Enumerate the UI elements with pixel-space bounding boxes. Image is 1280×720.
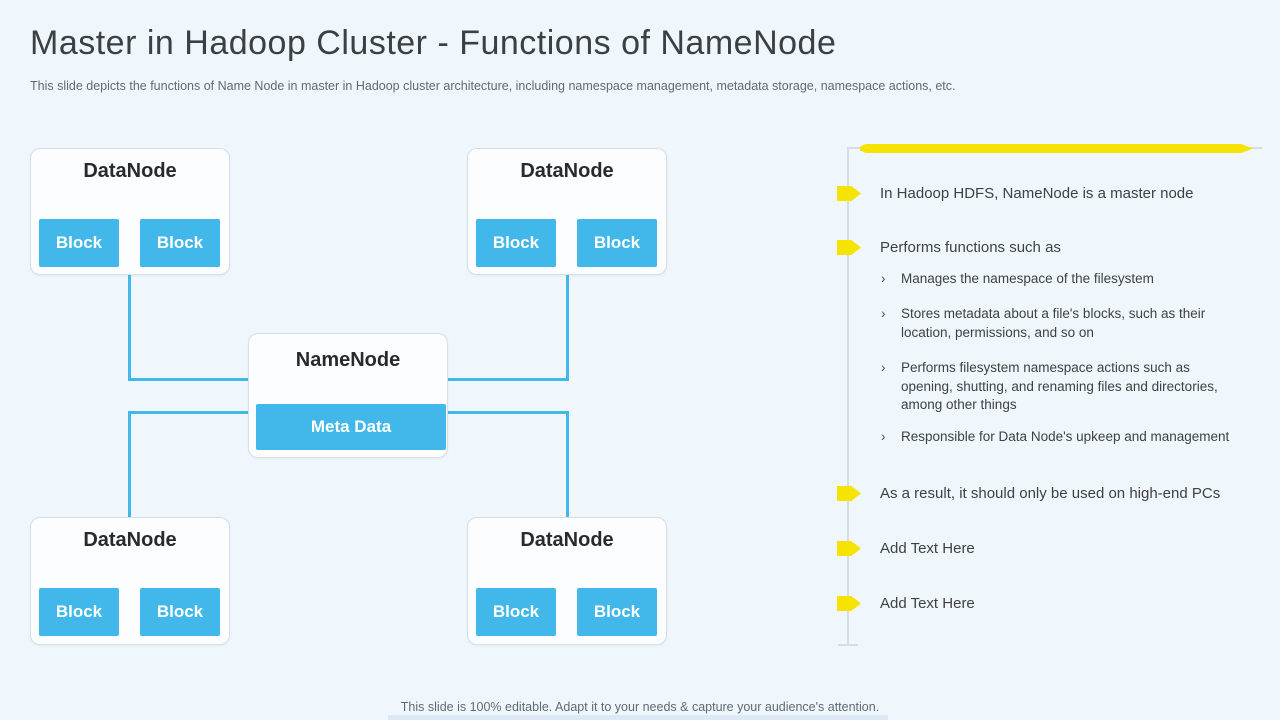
- node-title: DataNode: [83, 160, 177, 182]
- block-chip: Block: [476, 219, 556, 267]
- arrow-marker-icon: [837, 186, 861, 201]
- datanode-box-top-right: DataNode Block Block: [467, 148, 667, 275]
- add-text-placeholder[interactable]: Add Text Here: [880, 595, 975, 612]
- bullet-text: In Hadoop HDFS, NameNode is a master nod…: [880, 185, 1194, 202]
- footer-strip: [388, 715, 888, 720]
- chevron-icon: ›: [881, 271, 886, 286]
- sub-bullet: › Manages the namespace of the filesyste…: [880, 270, 1238, 289]
- arrow-marker-icon: [837, 596, 861, 611]
- sub-bullet-text: Stores metadata about a file's blocks, s…: [901, 306, 1206, 340]
- block-chip: Block: [39, 588, 119, 636]
- chevron-icon: ›: [881, 429, 886, 444]
- chevron-icon: ›: [881, 360, 886, 375]
- sub-bullet-text: Performs filesystem namespace actions su…: [901, 360, 1218, 412]
- sub-bullet: › Performs filesystem namespace actions …: [880, 359, 1238, 415]
- connector-line-top-right: [448, 275, 569, 381]
- block-row: Block Block: [476, 588, 657, 636]
- block-row: Block Block: [39, 588, 220, 636]
- sub-bullet-text: Responsible for Data Node's upkeep and m…: [901, 429, 1230, 444]
- sub-bullet: › Responsible for Data Node's upkeep and…: [880, 428, 1238, 447]
- add-text-placeholder[interactable]: Add Text Here: [880, 540, 975, 557]
- connector-line-bottom-left: [128, 411, 251, 517]
- namenode-box: NameNode Meta Data: [248, 333, 448, 458]
- block-chip: Block: [476, 588, 556, 636]
- node-title: NameNode: [295, 349, 401, 371]
- node-title: DataNode: [520, 529, 614, 551]
- timeline-vertical-line: [847, 147, 849, 645]
- arrow-marker-icon: [837, 541, 861, 556]
- footer-note: This slide is 100% editable. Adapt it to…: [400, 700, 880, 714]
- connector-line-bottom-right: [448, 411, 569, 517]
- sub-bullet-text: Manages the namespace of the filesystem: [901, 271, 1154, 286]
- datanode-box-top-left: DataNode Block Block: [30, 148, 230, 275]
- sub-bullet: › Stores metadata about a file's blocks,…: [880, 305, 1238, 342]
- accent-bar: [860, 144, 1253, 153]
- block-row: Block Block: [39, 219, 220, 267]
- timeline-end-tick: [838, 644, 858, 646]
- block-row: Block Block: [476, 219, 657, 267]
- chevron-icon: ›: [881, 306, 886, 321]
- block-chip: Block: [39, 219, 119, 267]
- block-chip: Block: [140, 219, 220, 267]
- page-subtitle: This slide depicts the functions of Name…: [30, 79, 956, 93]
- datanode-box-bottom-left: DataNode Block Block: [30, 517, 230, 645]
- node-title: DataNode: [520, 160, 614, 182]
- arrow-marker-icon: [837, 240, 861, 255]
- bullet-text: As a result, it should only be used on h…: [880, 485, 1221, 502]
- connector-line-top-left: [128, 275, 251, 381]
- block-chip: Block: [577, 219, 657, 267]
- page-title: Master in Hadoop Cluster - Functions of …: [30, 24, 837, 62]
- block-chip: Block: [577, 588, 657, 636]
- meta-data-chip: Meta Data: [256, 404, 446, 450]
- block-chip: Block: [140, 588, 220, 636]
- node-title: DataNode: [83, 529, 177, 551]
- arrow-marker-icon: [837, 486, 861, 501]
- bullet-text: Performs functions such as: [880, 239, 1061, 256]
- datanode-box-bottom-right: DataNode Block Block: [467, 517, 667, 645]
